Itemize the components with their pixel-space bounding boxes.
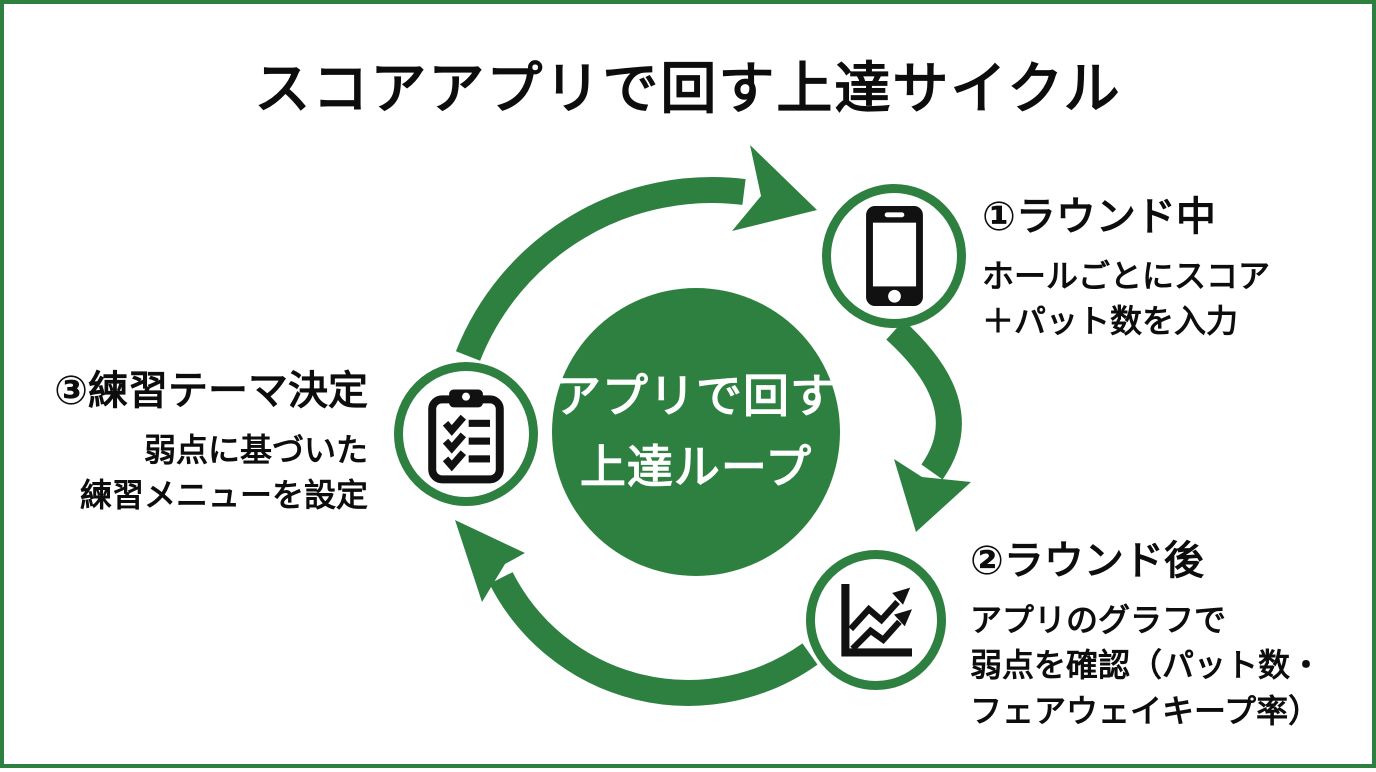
step1-body-line: ホールごとにスコア bbox=[982, 258, 1271, 294]
step2-heading: ②ラウンド後 bbox=[970, 539, 1204, 583]
cycle-arrows-graphic bbox=[455, 145, 971, 706]
step3-node-circle bbox=[394, 362, 538, 506]
cycle-arrow-top-arc bbox=[455, 177, 746, 361]
step1-text-block: ①ラウンド中 ホールごとにスコア ＋パット数を入力 bbox=[982, 184, 1270, 345]
smartphone-icon bbox=[865, 206, 923, 306]
step3-body-line: 練習メニューを設定 bbox=[79, 477, 368, 514]
step1-heading: ①ラウンド中 bbox=[982, 195, 1216, 239]
cycle-arrow-bottom-arrowhead-icon bbox=[455, 520, 525, 602]
line-chart-icon bbox=[841, 584, 912, 657]
step2-node-circle bbox=[806, 550, 946, 690]
step2-body-line: 弱点を確認（パット数・ bbox=[970, 647, 1323, 684]
center-loop-line2: 上達ループ bbox=[579, 441, 813, 493]
center-loop-circle: アプリで回す 上達ループ bbox=[552, 288, 840, 576]
step3-text-block: ③練習テーマ決定 弱点に基づいた 練習メニューを設定 bbox=[34, 358, 368, 519]
cycle-arrow-right-arc bbox=[886, 320, 962, 480]
center-loop-line1: アプリで回す bbox=[555, 369, 837, 422]
page-title: スコアアプリで回す上達サイクル bbox=[254, 57, 1122, 120]
cycle-arrow-right-arrowhead-icon bbox=[894, 459, 971, 532]
cycle-arrow-top-arrowhead-icon bbox=[732, 145, 817, 231]
step1-node-circle bbox=[822, 184, 966, 328]
step2-body-line: アプリのグラフで bbox=[970, 602, 1227, 638]
step2-text-block: ②ラウンド後 アプリのグラフで 弱点を確認（パット数・ フェアウェイキープ率） bbox=[970, 528, 1322, 734]
step3-body-line: 弱点に基づいた bbox=[143, 432, 368, 468]
step3-heading: ③練習テーマ決定 bbox=[54, 369, 368, 413]
checklist-clipboard-icon bbox=[428, 389, 504, 484]
cycle-arrow-bottom-arc bbox=[489, 572, 818, 706]
step2-body-line: フェアウェイキープ率） bbox=[970, 692, 1321, 729]
step1-body-line: ＋パット数を入力 bbox=[982, 303, 1239, 340]
